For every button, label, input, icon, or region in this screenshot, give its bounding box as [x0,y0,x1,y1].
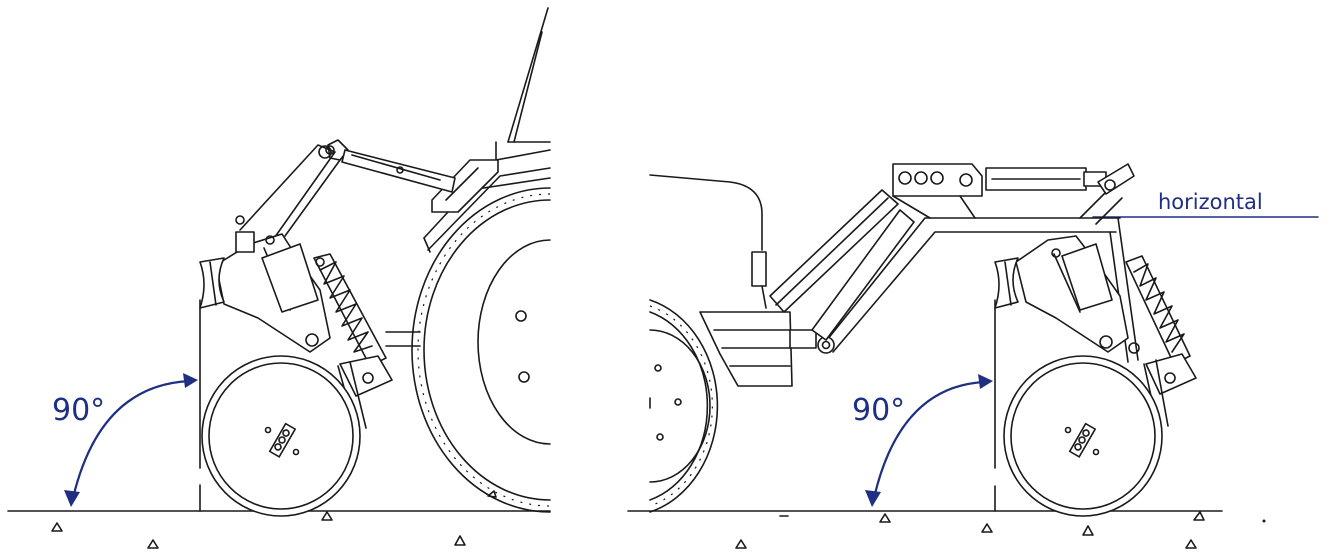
left-top-link-bracket [431,159,499,213]
left-spring [313,253,387,367]
right-frame-plate [1015,235,1140,354]
left-ground-stones [51,490,497,549]
horizontal-label: horizontal [1158,190,1263,214]
left-press-wheel [201,355,361,517]
right-spring [1125,255,1191,365]
left-spool-bracket [199,257,225,309]
right-spool-bracket [994,257,1019,309]
left-frame-plate [215,215,331,353]
right-press-wheel [1003,355,1163,517]
left-angle-label: 90° [52,393,105,428]
right-top-cylinder [985,167,1107,191]
right-figure: horizontal [627,163,1319,549]
right-tractor-hood [649,174,767,309]
left-angle-indicator [64,373,198,507]
right-angle-label: 90° [852,393,905,428]
left-angle-arrowhead-top [183,373,198,388]
left-angle-arrowhead-bottom [64,490,80,507]
right-lower-arm [1143,353,1197,429]
right-bumper-block [699,311,817,387]
right-angle-indicator [865,374,993,507]
right-lift-cylinders [769,163,1135,341]
left-tractor-cab [423,7,551,253]
left-top-link [325,139,456,193]
right-angle-arrowhead-top [978,374,993,389]
right-angle-arrowhead-bottom [865,490,881,507]
left-figure: 90° [7,7,551,549]
left-upper-arm [239,144,341,245]
right-ground-stones [735,511,1266,549]
left-tractor-wheel [411,187,551,513]
right-hitch-plate [892,163,983,197]
right-tractor-wheel [649,299,719,513]
